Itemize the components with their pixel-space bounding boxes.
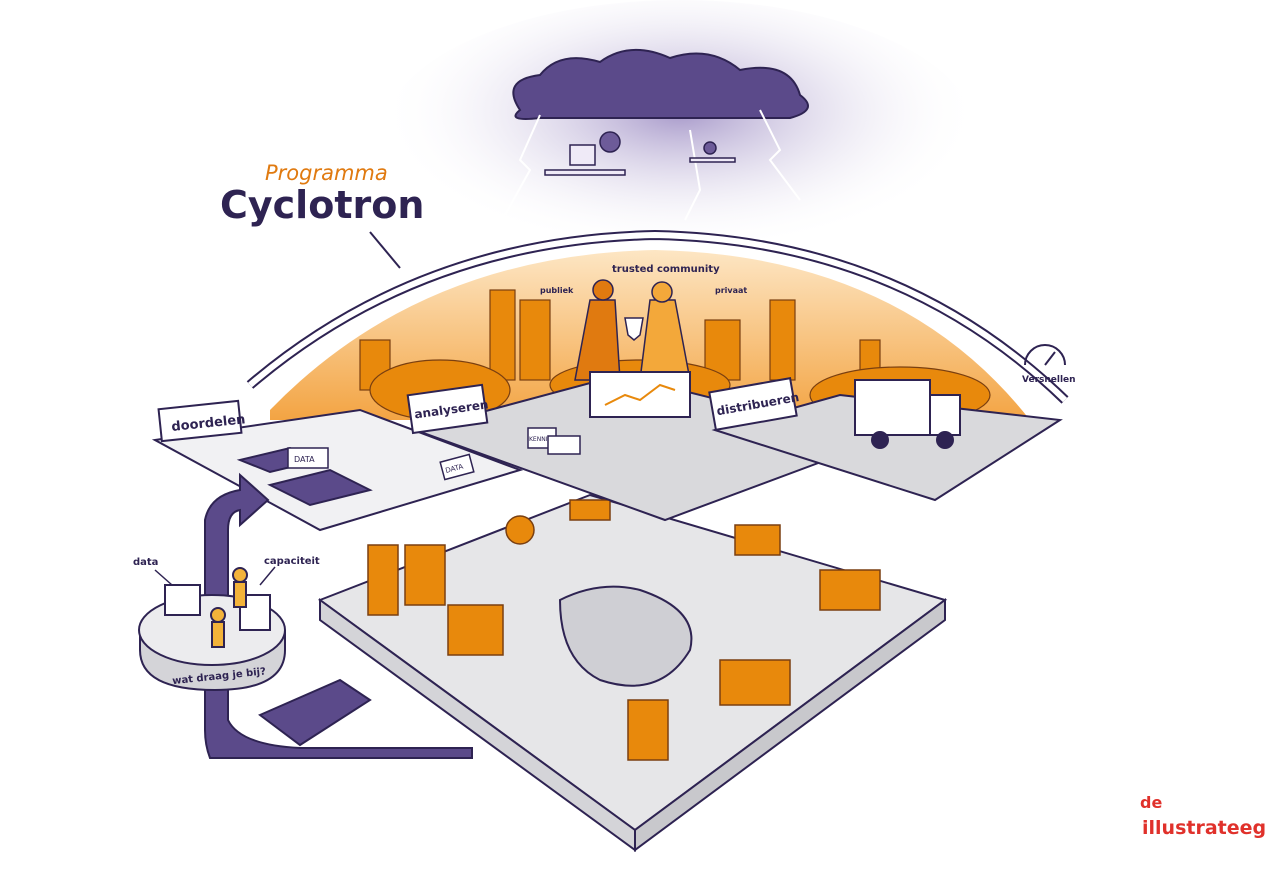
storm-glow — [380, 0, 980, 280]
storm-cloud — [512, 48, 809, 120]
panel-doordelen — [151, 408, 524, 532]
hacker-desks — [544, 131, 736, 176]
logo: de illustrateeg — [1140, 793, 1266, 839]
base-platform — [317, 493, 948, 852]
industry-buildings — [367, 499, 881, 761]
data-box-2: DATA — [439, 453, 475, 481]
dome-left-label: publiek — [540, 286, 574, 295]
data-box-1: DATA — [287, 447, 329, 469]
dome-label: trusted community — [612, 264, 720, 275]
svg-text:de: de — [1140, 793, 1162, 812]
label-analyseren: analyseren — [406, 383, 489, 435]
contribution-disc — [138, 567, 286, 692]
title-kicker: Programma — [265, 161, 388, 185]
kennis-box — [547, 435, 581, 455]
shield-icon — [624, 317, 644, 341]
svg-text:KENNIS: KENNIS — [529, 436, 551, 443]
label-doordelen: doordelen — [157, 399, 246, 443]
speedometer-icon — [1024, 344, 1066, 366]
title-pointer — [369, 231, 401, 269]
svg-text:DATA: DATA — [294, 455, 315, 464]
dome-right-label: privaat — [715, 286, 747, 295]
panel-distribueren — [711, 379, 1063, 502]
svg-text:illustrateeg: illustrateeg — [1142, 817, 1266, 839]
lightning — [504, 109, 801, 221]
gauge-label: Versnellen — [1022, 375, 1076, 385]
handshake-people — [574, 279, 691, 381]
capacity-label: capaciteit — [264, 556, 320, 567]
data-label: data — [133, 557, 158, 568]
page-title: Cyclotron — [220, 183, 424, 227]
label-distribueren: distribueren — [708, 377, 800, 431]
